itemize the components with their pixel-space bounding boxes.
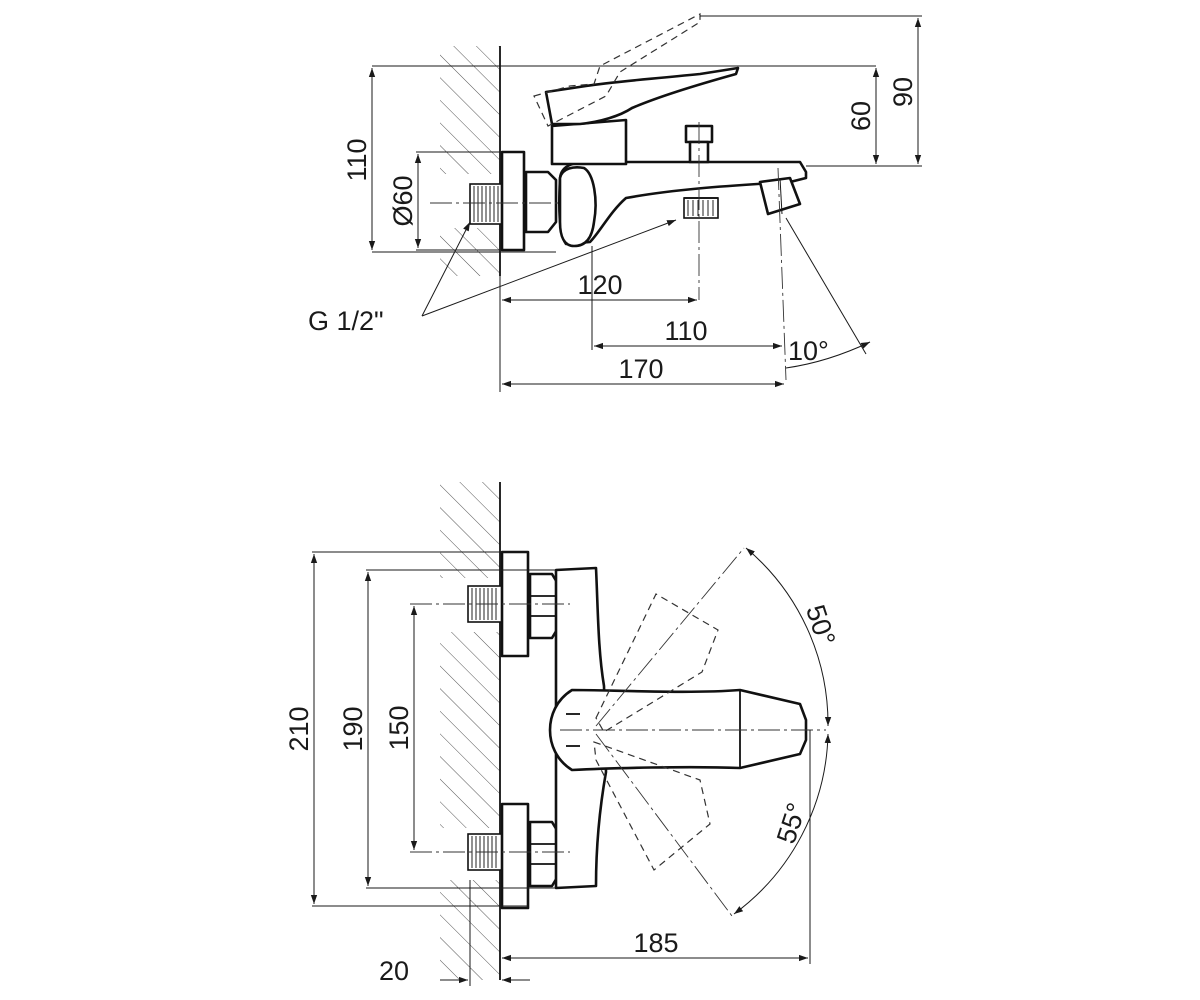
dim-side-diameter-60: Ø60	[388, 175, 418, 226]
wall-hatch-top	[440, 46, 501, 276]
dim-front-210: 210	[284, 706, 314, 751]
lever-raised-ghost	[533, 13, 701, 127]
dim-side-170: 170	[618, 354, 663, 384]
handshower-outlet-thread	[683, 197, 719, 219]
lever-handle-side	[544, 66, 740, 126]
dim-side-110-horizontal: 110	[664, 316, 707, 346]
dim-side-lever-raised-90: 90	[888, 77, 918, 107]
wall-rosette	[500, 150, 526, 252]
dim-side-lever-height-60: 60	[846, 101, 876, 131]
hex-connector-lower	[528, 820, 560, 888]
side-view: 110 Ø60 60 90 120 110 170 10° G 1/2"	[308, 13, 922, 392]
hex-connector-upper	[528, 572, 560, 640]
dim-side-angle-10: 10°	[788, 336, 829, 366]
dim-front-185: 185	[633, 928, 678, 958]
mixer-body-side	[550, 118, 808, 248]
rosette-lower	[500, 802, 530, 910]
thread-spec-label: G 1/2"	[308, 306, 384, 336]
dim-side-120: 120	[577, 270, 622, 300]
dim-front-150: 150	[384, 705, 414, 750]
dim-side-height-110: 110	[342, 138, 372, 181]
lever-rotation-ghosts	[593, 593, 719, 871]
threaded-inlet-top	[469, 183, 503, 225]
eccentric-connector	[524, 170, 558, 234]
dim-front-190: 190	[338, 706, 368, 751]
dim-front-20: 20	[379, 956, 409, 986]
dim-front-angle-50: 50°	[800, 601, 841, 649]
front-view: 210 190 150 50° 55° 185 20	[284, 482, 841, 986]
dim-front-angle-55: 55°	[771, 799, 812, 847]
